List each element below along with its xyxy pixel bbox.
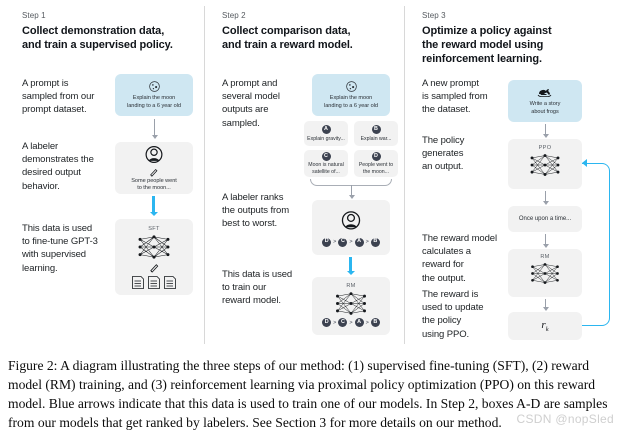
step-3-arrow-3 xyxy=(541,234,550,248)
step-1-arrow-2-blue xyxy=(149,196,158,216)
labeler-icon xyxy=(341,210,361,230)
option-card-b[interactable]: B Explain war... xyxy=(354,121,398,146)
step-1-label: Step 1 xyxy=(22,11,46,20)
step-1-labeler-box[interactable]: Some people went to the moon... xyxy=(115,142,193,194)
rm-rank-separator-1: > xyxy=(333,319,337,326)
rank-separator-2: > xyxy=(349,239,353,245)
step-3-arrow-4 xyxy=(541,299,550,311)
step-2-column: Step 2 Collect comparison data, and trai… xyxy=(208,0,408,352)
option-card-d[interactable]: D People went to the moon... xyxy=(354,150,398,177)
step-1-paragraph-1: A prompt is sampled from our prompt data… xyxy=(22,78,95,116)
neural-net-icon xyxy=(138,235,170,259)
option-chip-c: C xyxy=(321,151,331,161)
step-2-paragraph-3: This data is used to train our reward mo… xyxy=(222,269,293,307)
rm-label: RM xyxy=(346,283,356,289)
step-3-reward-box[interactable]: rk xyxy=(508,312,582,340)
step-3-arrow-1 xyxy=(541,124,550,138)
step-1-labeler-caption: Some people went to the moon... xyxy=(131,177,177,191)
column-divider-1 xyxy=(204,6,205,344)
option-text-c: Moon is natural satellite of... xyxy=(308,162,344,175)
step-1-paragraph-3: This data is used to fine-tune GPT-3 wit… xyxy=(22,223,98,274)
reward-symbol: rk xyxy=(541,319,548,333)
option-text-d: People went to the moon... xyxy=(358,162,394,175)
step-3-paragraph-1: A new prompt is sampled from the dataset… xyxy=(422,78,488,116)
reward-symbol-subscript: k xyxy=(545,326,549,334)
neural-net-icon xyxy=(531,263,559,284)
step-3-ppo-box[interactable]: PPO xyxy=(508,139,582,189)
rm-label-step3: RM xyxy=(540,254,550,260)
rank-chip-3: A xyxy=(354,237,364,247)
documents-icon xyxy=(132,276,176,289)
rank-separator-1: > xyxy=(333,239,337,245)
option-text-b: Explain war... xyxy=(360,135,392,142)
step-2-rm-box[interactable]: RM D > C > A > B xyxy=(312,277,390,335)
pencil-icon xyxy=(150,168,158,177)
step-3-output-box[interactable]: Once upon a time... xyxy=(508,206,582,232)
step-3-label: Step 3 xyxy=(422,11,446,20)
step-1-sft-box[interactable]: SFT xyxy=(115,219,193,295)
neural-net-icon xyxy=(530,154,560,176)
rank-separator-3: > xyxy=(365,239,369,245)
step-3-column: Step 3 Optimize a policy against the rew… xyxy=(408,0,620,352)
step-3-output-caption: Once upon a time... xyxy=(518,216,572,222)
step-3-arrow-2 xyxy=(541,191,550,205)
rm-rank-chip-4: B xyxy=(370,318,380,327)
step-1-prompt-caption: Explain the moon landing to a 6 year old xyxy=(127,95,181,109)
option-chip-b: B xyxy=(371,125,381,135)
moon-icon xyxy=(148,81,160,93)
reward-symbol-base: r xyxy=(541,318,546,331)
figure-caption: Figure 2: A diagram illustrating the thr… xyxy=(8,358,608,430)
option-chip-d: D xyxy=(371,151,381,161)
step-3-title: Optimize a policy against the reward mod… xyxy=(422,25,552,65)
rank-chip-4: B xyxy=(370,237,380,247)
rm-rank-chip-1: D xyxy=(322,318,332,327)
step-3-rm-box[interactable]: RM xyxy=(508,249,582,297)
step-1-paragraph-2: A labeler demonstrates the desired outpu… xyxy=(22,141,94,192)
ranking-row: D > C > A > B xyxy=(322,237,380,247)
step-2-arrow-1 xyxy=(347,185,356,199)
option-card-c[interactable]: C Moon is natural satellite of... xyxy=(304,150,348,177)
step-3-paragraph-4: The reward is used to update the policy … xyxy=(422,289,484,340)
figure-diagram: Step 1 Collect demonstration data, and t… xyxy=(0,0,620,352)
option-card-a[interactable]: A Explain gravity... xyxy=(304,121,348,146)
rm-rank-chip-3: A xyxy=(354,318,364,327)
option-text-a: Explain gravity... xyxy=(307,135,345,142)
step-1-column: Step 1 Collect demonstration data, and t… xyxy=(0,0,208,352)
step-2-paragraph-2: A labeler ranks the outputs from best to… xyxy=(222,192,290,230)
rm-rank-separator-3: > xyxy=(365,319,369,326)
rank-chip-2: C xyxy=(338,237,348,247)
step-2-paragraph-1: A prompt and several model outputs are s… xyxy=(222,78,280,129)
step-2-ranking-box[interactable]: D > C > A > B xyxy=(312,200,390,255)
option-chip-a: A xyxy=(321,125,331,135)
step-3-prompt-caption: Write a story about frogs xyxy=(529,101,561,115)
step-2-label: Step 2 xyxy=(222,11,246,20)
step-1-title: Collect demonstration data, and train a … xyxy=(22,25,173,51)
watermark: CSDN @nopSled xyxy=(516,412,614,426)
pencil-icon xyxy=(149,264,158,273)
step-3-prompt-box[interactable]: Write a story about frogs xyxy=(508,80,582,122)
step-1-prompt-box[interactable]: Explain the moon landing to a 6 year old xyxy=(115,74,193,116)
neural-net-icon xyxy=(336,292,366,315)
ppo-label: PPO xyxy=(538,145,552,151)
ranking-row-rm: D > C > A > B xyxy=(322,318,380,327)
step-1-arrow-1 xyxy=(150,119,159,139)
step-3-paragraph-2: The policy generates an output. xyxy=(422,135,465,173)
column-divider-2 xyxy=(404,6,405,344)
rank-chip-1: D xyxy=(322,237,332,247)
rm-rank-separator-2: > xyxy=(349,319,353,326)
moon-icon xyxy=(345,81,357,93)
feedback-loop-arrowhead xyxy=(582,159,587,167)
step-2-title: Collect comparison data, and train a rew… xyxy=(222,25,353,51)
step-2-prompt-box[interactable]: Explain the moon landing to a 6 year old xyxy=(312,74,390,116)
feedback-loop-path xyxy=(582,163,610,326)
rm-rank-chip-2: C xyxy=(338,318,348,327)
step-2-prompt-caption: Explain the moon landing to a 6 year old xyxy=(324,95,378,109)
step-2-arrow-2-blue xyxy=(346,257,355,275)
sft-label: SFT xyxy=(148,226,160,232)
labeler-icon xyxy=(145,145,163,163)
frog-icon xyxy=(537,89,552,98)
step-3-paragraph-3: The reward model calculates a reward for… xyxy=(422,233,497,284)
